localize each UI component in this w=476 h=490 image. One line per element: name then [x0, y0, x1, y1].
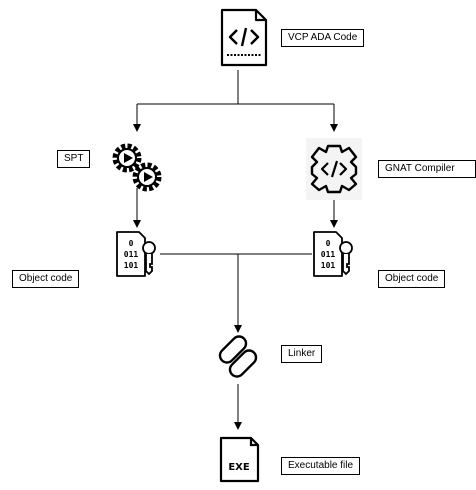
binary-digits-line-1: 0 [129, 239, 134, 248]
gears-icon [112, 143, 162, 192]
label-object-code-right: Object code [378, 270, 446, 288]
label-executable-file: Executable file [281, 457, 361, 475]
code-gear-icon [306, 138, 362, 200]
binary-digits-line-3: 101 [124, 261, 139, 270]
code-file-icon [220, 8, 268, 67]
binary-digits-line-1: 0 [326, 239, 331, 248]
binary-file-icon: 0 011 101 [116, 231, 156, 277]
exe-file-icon: EXE [219, 436, 260, 483]
connectors [133, 70, 338, 430]
key-icon [339, 241, 353, 276]
label-object-code-left: Object code [12, 270, 80, 288]
label-linker: Linker [281, 345, 323, 363]
label-vcp-ada-code: VCP ADA Code [281, 29, 365, 47]
binary-digits-line-2: 011 [321, 250, 336, 259]
exe-icon-text: EXE [228, 462, 250, 473]
binary-digits-line-2: 011 [124, 250, 139, 259]
label-spt: SPT [57, 150, 91, 168]
binary-digits-line-3: 101 [321, 261, 336, 270]
binary-file-icon: 0 011 101 [313, 231, 353, 277]
key-icon [142, 241, 156, 276]
chain-link-icon [218, 335, 258, 378]
label-gnat-compiler: GNAT Compiler [378, 160, 476, 178]
